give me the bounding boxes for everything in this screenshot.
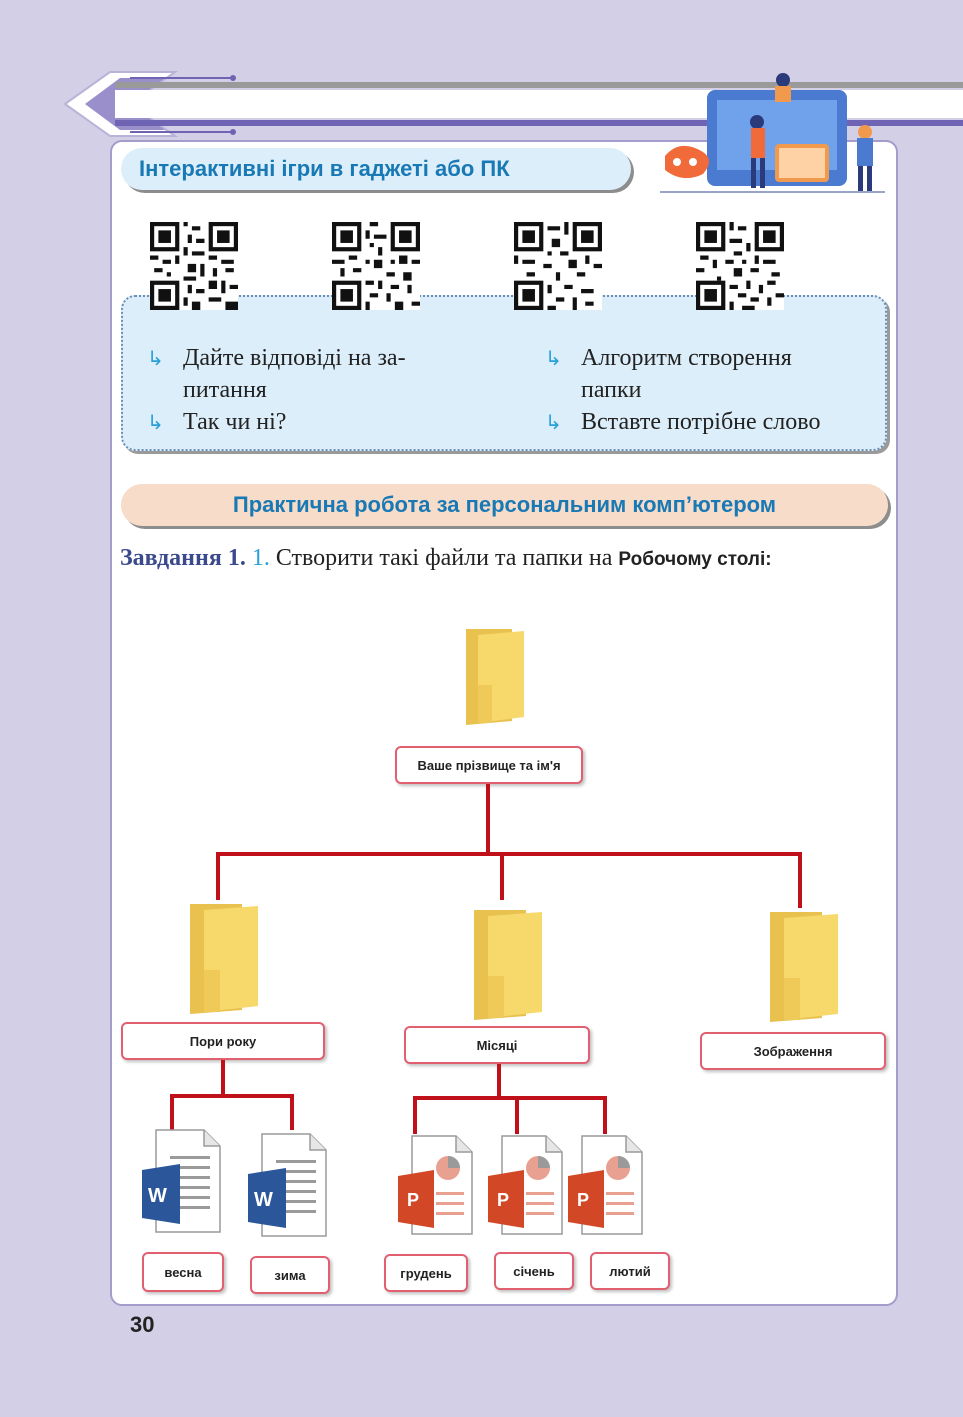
svg-text:P: P (577, 1190, 589, 1210)
powerpoint-document-icon: P (568, 1135, 643, 1235)
folder-images-label[interactable]: Зображення (700, 1032, 886, 1070)
header-decoration (63, 71, 963, 137)
svg-text:W: W (254, 1189, 273, 1211)
arrow-icon: ↳ (545, 346, 562, 370)
folder-icon (466, 629, 524, 725)
bullet-insert-word[interactable]: ↳ Вставте потрібне слово (545, 406, 885, 438)
arrow-icon: ↳ (545, 410, 562, 434)
arrow-icon: ↳ (147, 410, 164, 434)
task-colon: : (765, 549, 772, 570)
root-folder-label[interactable]: Ваше прізвище та ім'я (395, 746, 583, 784)
qr-code-icon[interactable] (514, 222, 602, 310)
practical-work-banner: Практична робота за персональним комп’ют… (121, 484, 888, 526)
qr-code-icon[interactable] (332, 222, 420, 310)
file-label-spring[interactable]: весна (142, 1252, 224, 1292)
svg-text:P: P (497, 1190, 509, 1210)
folder-icon (474, 910, 542, 1020)
bullet-text: Вставте потрібне слово (581, 409, 821, 435)
practical-work-title: Практична робота за персональним комп’ют… (232, 492, 777, 517)
task-description: Створити такі файли та папки на (275, 545, 613, 571)
tree-connector (413, 1096, 607, 1100)
folder-seasons-label[interactable]: Пори року (121, 1022, 325, 1060)
arrow-icon: ↳ (147, 346, 164, 370)
tree-connector (798, 852, 802, 908)
powerpoint-document-icon: P (398, 1135, 473, 1235)
task-desktop: Робочому столі (618, 549, 766, 570)
tree-connector (216, 852, 802, 856)
task-text: Завдання 1. 1. Створити такі файли та па… (120, 541, 890, 577)
powerpoint-document-icon: P (488, 1135, 563, 1235)
tree-connector (500, 852, 504, 900)
folder-months-label[interactable]: Місяці (404, 1026, 590, 1064)
bullet-answer-questions[interactable]: ↳ Дайте відповіді на за- питання (147, 342, 477, 406)
tree-connector (486, 784, 490, 856)
games-banner-title: Інтерактивні ігри в гаджеті або ПК (139, 156, 510, 181)
word-document-icon: W (142, 1129, 221, 1233)
task-label: Завдання 1. (120, 545, 246, 571)
tree-connector (413, 1096, 417, 1134)
gadgets-illustration-icon (660, 73, 885, 193)
bullet-folder-algorithm[interactable]: ↳ Алгоритм створення папки (545, 342, 885, 406)
tree-connector (603, 1096, 607, 1134)
file-label-december[interactable]: грудень (384, 1254, 468, 1292)
bullet-text: Алгоритм створення папки (581, 345, 792, 403)
tree-connector (290, 1094, 294, 1130)
bullet-text: Дайте відповіді на за- питання (183, 345, 406, 403)
file-label-january[interactable]: січень (494, 1252, 574, 1290)
tree-connector (497, 1064, 501, 1098)
folder-icon (770, 912, 838, 1022)
file-label-winter[interactable]: зима (250, 1256, 330, 1294)
tree-connector (221, 1060, 225, 1096)
word-document-icon: W (248, 1133, 327, 1237)
tree-connector (216, 852, 220, 900)
task-number: 1. (251, 545, 270, 571)
qr-code-icon[interactable] (150, 222, 238, 310)
page-number: 30 (130, 1312, 155, 1337)
qr-code-icon[interactable] (696, 222, 784, 310)
interactive-tasks-box (121, 295, 887, 451)
svg-text:P: P (407, 1190, 419, 1210)
games-banner: Інтерактивні ігри в гаджеті або ПК (121, 148, 631, 190)
tree-connector (170, 1094, 294, 1098)
bullet-yes-or-no[interactable]: ↳ Так чи ні? (147, 406, 477, 438)
tree-connector (515, 1096, 519, 1134)
folder-icon (190, 904, 258, 1014)
bullet-text: Так чи ні? (183, 409, 287, 435)
tree-connector (170, 1094, 174, 1130)
svg-text:W: W (148, 1185, 167, 1207)
file-label-february[interactable]: лютий (590, 1252, 670, 1290)
